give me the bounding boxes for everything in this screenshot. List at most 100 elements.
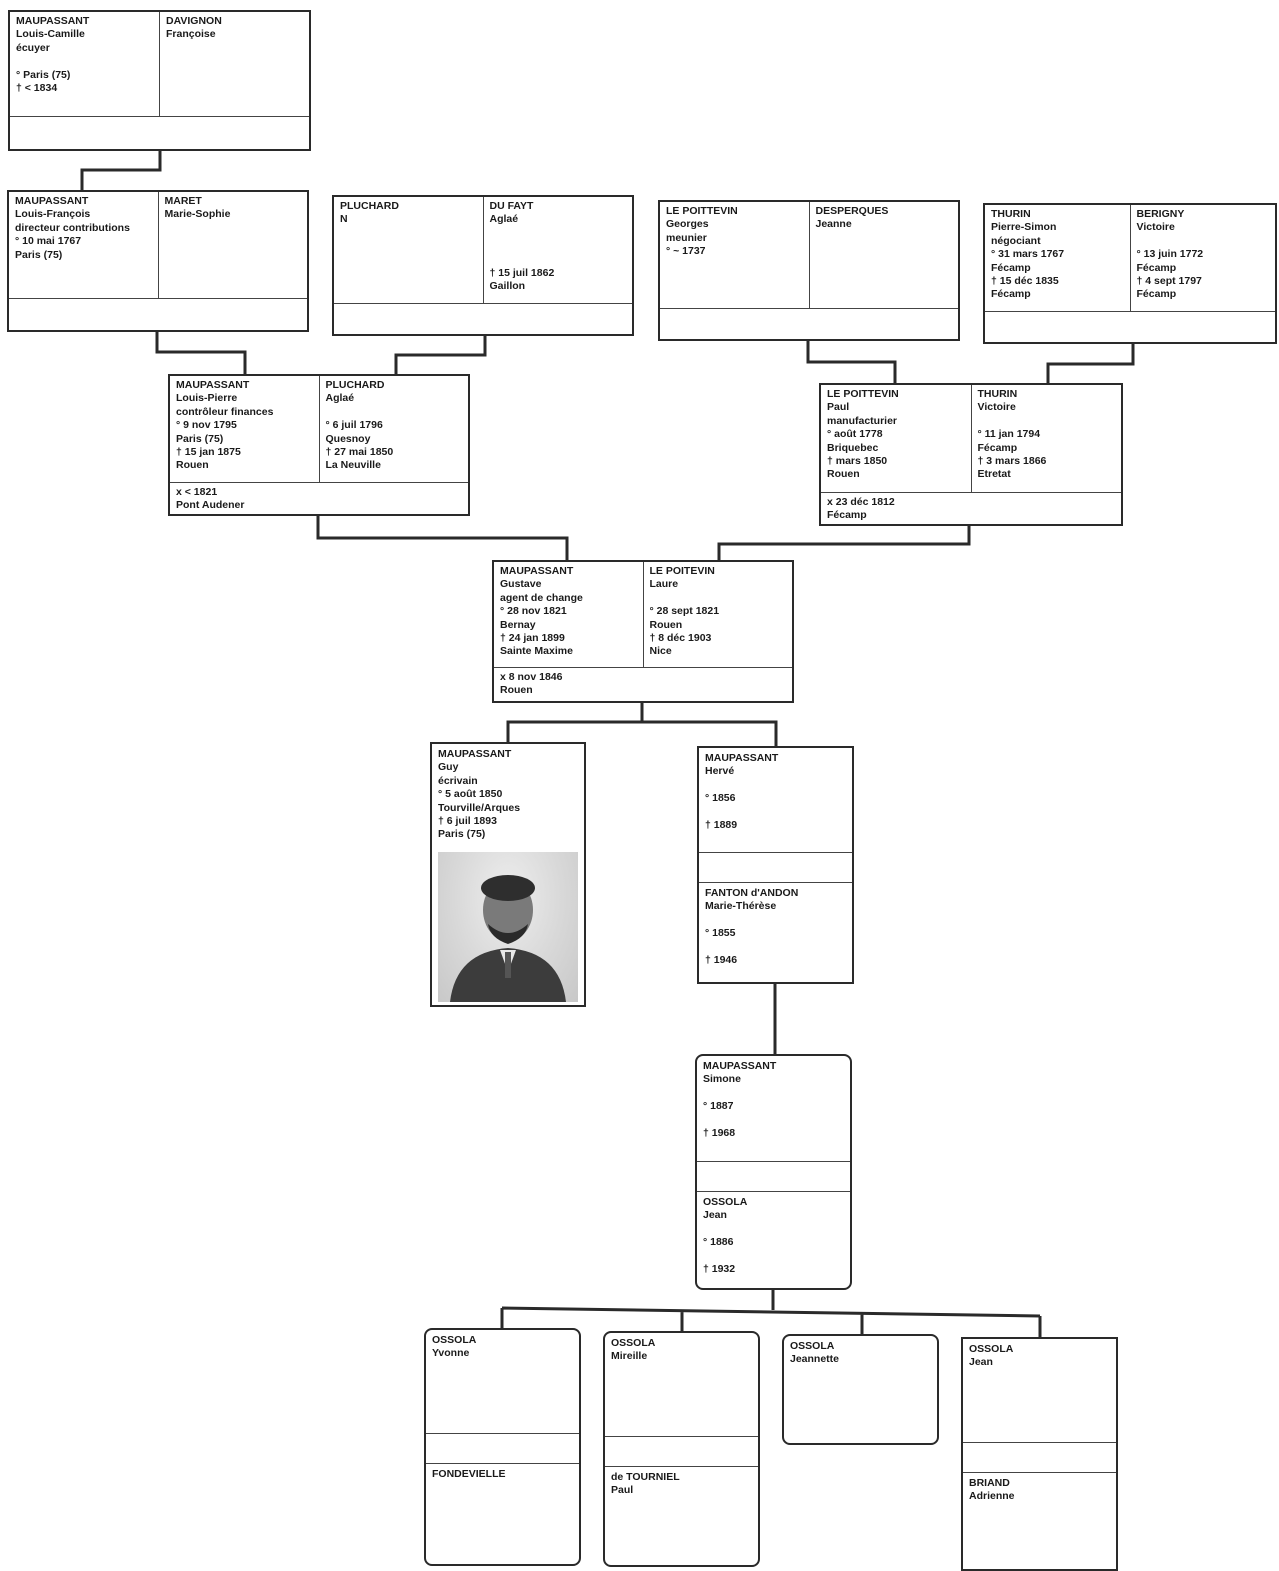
person-detail-line: ° 28 nov 1821 bbox=[500, 605, 567, 618]
person-detail-line: ° 9 nov 1795 bbox=[176, 419, 237, 432]
person-detail-line: Gustave bbox=[500, 578, 542, 591]
person-detail-line bbox=[978, 415, 1116, 428]
person-surname: FONDEVIELLE bbox=[432, 1468, 506, 1480]
person-detail-line: ° Paris (75) bbox=[16, 68, 71, 81]
person-detail-line: † 3 mars 1866 bbox=[977, 455, 1047, 468]
marriage-line: Pont Audener bbox=[176, 499, 245, 512]
person-detail-line: ° août 1778 bbox=[827, 428, 883, 441]
person-surname: OSSOLA bbox=[969, 1343, 1014, 1355]
person-detail-line: ° 6 juil 1796 bbox=[325, 419, 383, 432]
person-detail-line: meunier bbox=[666, 231, 707, 244]
person-detail-line: ° 1886 bbox=[703, 1236, 734, 1249]
person-detail-line: ° 13 juin 1772 bbox=[1136, 248, 1204, 261]
person-detail-line: agent de change bbox=[500, 591, 583, 604]
connector-g5-g4 bbox=[80, 150, 162, 190]
person-surname: MAUPASSANT bbox=[176, 379, 250, 391]
person-surname: OSSOLA bbox=[703, 1196, 748, 1208]
person-detail-line: † 27 mai 1850 bbox=[325, 446, 394, 459]
marriage-info bbox=[10, 116, 309, 151]
marriage-line: Fécamp bbox=[827, 509, 867, 522]
connector-g4a-g3 bbox=[155, 332, 247, 374]
marriage-line: Rouen bbox=[500, 684, 533, 697]
person-surname: OSSOLA bbox=[790, 1340, 835, 1352]
person-detail-line: Guy bbox=[438, 761, 459, 774]
person-detail-line: † 15 déc 1835 bbox=[991, 275, 1059, 288]
connector-g4d-g3 bbox=[1046, 344, 1135, 386]
person-surname: OSSOLA bbox=[611, 1337, 656, 1349]
person-detail-line: Fécamp bbox=[991, 288, 1031, 301]
person-detail-line bbox=[705, 779, 846, 792]
person-detail-line: Quesnoy bbox=[325, 432, 371, 445]
person-surname: de TOURNIEL bbox=[611, 1471, 680, 1483]
person-detail-line: Louis-Pierre bbox=[176, 392, 238, 405]
person-detail-line: Fécamp bbox=[977, 441, 1018, 454]
person-detail-line: ° 1856 bbox=[705, 792, 736, 805]
person-detail-line: Fécamp bbox=[1136, 288, 1177, 301]
person-detail-line: ° 10 mai 1767 bbox=[15, 235, 82, 248]
person-detail-line: manufacturier bbox=[827, 414, 898, 427]
person-detail-line: Hervé bbox=[705, 765, 735, 778]
person-detail-line: Sainte Maxime bbox=[500, 645, 573, 658]
person-detail-line bbox=[705, 806, 846, 819]
person-detail-line: † 8 déc 1903 bbox=[649, 632, 712, 645]
person-detail-line: Aglaé bbox=[325, 392, 355, 405]
person-detail-line bbox=[490, 240, 627, 253]
person-detail-line: Fécamp bbox=[991, 261, 1031, 274]
person-detail-line: Paul bbox=[611, 1484, 634, 1497]
person-surname: MAUPASSANT bbox=[500, 565, 574, 577]
person-detail-line: † 6 juil 1893 bbox=[438, 815, 497, 828]
person-detail-line: Etretat bbox=[977, 468, 1011, 481]
person-detail-line: Louis-Camille bbox=[16, 28, 85, 41]
marriage-info bbox=[9, 298, 307, 332]
person-surname: MARET bbox=[164, 195, 202, 207]
person-detail-line bbox=[703, 1250, 844, 1263]
connector-g4b-g3 bbox=[394, 336, 487, 377]
person-detail-line: Louis-François bbox=[15, 208, 91, 221]
person-detail-line: Nice bbox=[649, 645, 672, 658]
person-detail-line: ° 11 jan 1794 bbox=[977, 428, 1041, 441]
person-detail-line bbox=[650, 592, 787, 605]
person-detail-line bbox=[703, 1223, 844, 1236]
marriage-line: x 23 déc 1812 bbox=[827, 496, 895, 508]
person-detail-line: Adrienne bbox=[969, 1490, 1015, 1503]
connector-g2-g1 bbox=[506, 702, 778, 746]
person-detail-line bbox=[326, 406, 463, 419]
person-surname: DAVIGNON bbox=[166, 15, 222, 27]
person-surname: PLUCHARD bbox=[340, 200, 399, 212]
person-detail-line: † mars 1850 bbox=[827, 455, 888, 468]
person-surname: MAUPASSANT bbox=[16, 15, 90, 27]
person-detail-line: La Neuville bbox=[325, 459, 381, 472]
person-detail-line: † 24 jan 1899 bbox=[500, 632, 565, 645]
marriage-info bbox=[985, 311, 1275, 344]
person-detail-line: Marie-Sophie bbox=[164, 208, 231, 221]
person-detail-line: Briquebec bbox=[827, 441, 879, 454]
person-surname: MAUPASSANT bbox=[15, 195, 89, 207]
person-detail-line: Fécamp bbox=[1136, 261, 1177, 274]
person-surname: LE POITTEVIN bbox=[666, 205, 738, 217]
person-detail-line bbox=[703, 1087, 844, 1100]
person-detail-line bbox=[1137, 235, 1270, 248]
person-detail-line bbox=[490, 254, 627, 267]
